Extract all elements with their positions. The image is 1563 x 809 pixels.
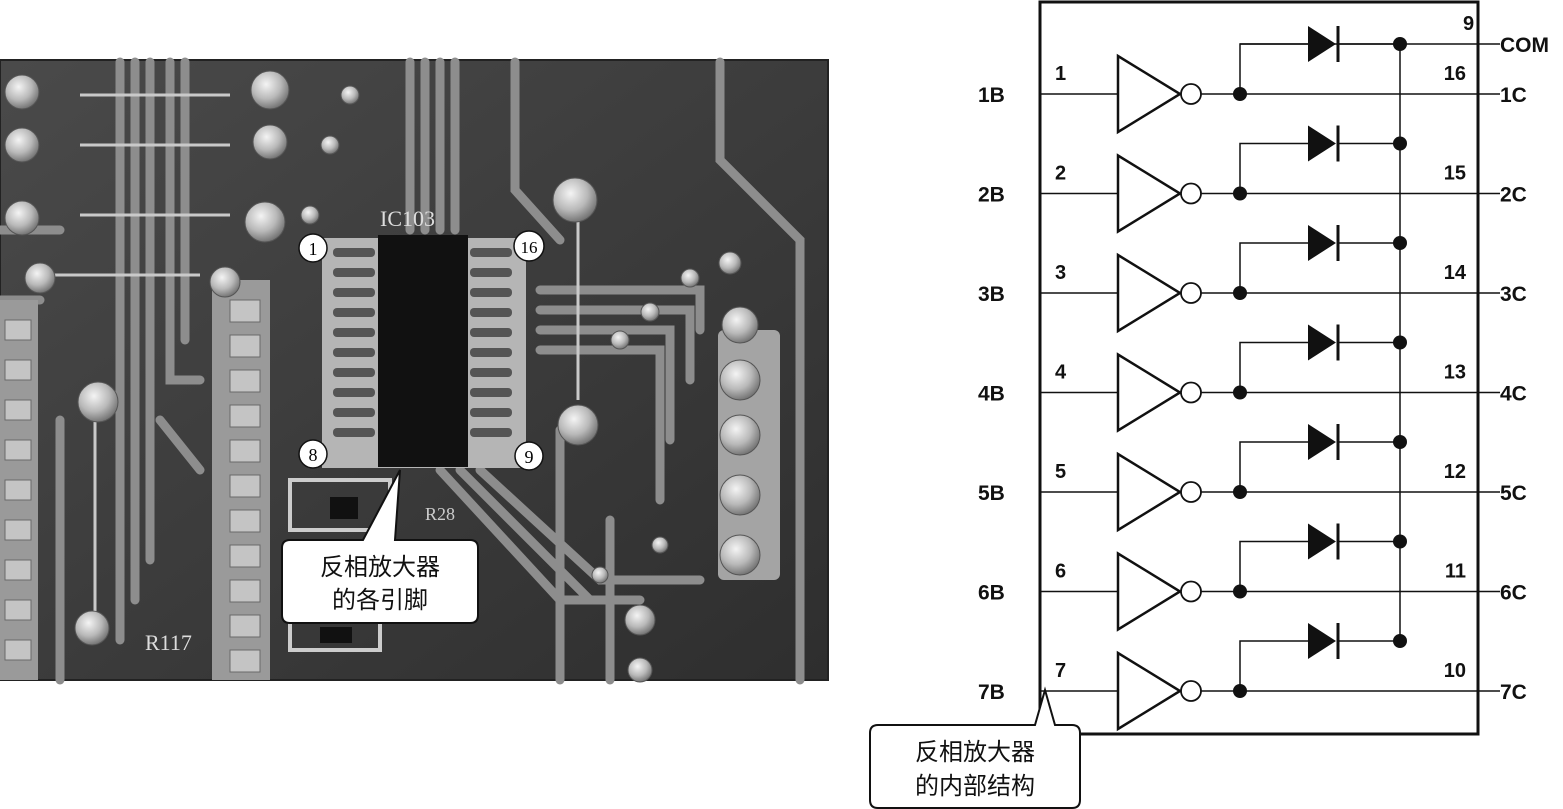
ic-chip (378, 235, 468, 467)
inverter-symbol (1116, 551, 1183, 632)
photo-callout-line1: 反相放大器 (320, 553, 440, 581)
diode-symbol (1308, 125, 1336, 162)
pcb-photo: IC103 1 16 8 9 R28 R117 反相放大器 的各引脚 (0, 57, 829, 685)
inverter-symbol (1116, 451, 1183, 533)
output-label: 7C (1500, 681, 1527, 704)
svg-text:9: 9 (525, 447, 534, 467)
output-label: 3C (1500, 283, 1527, 306)
output-pin-number: 16 (1444, 63, 1466, 85)
input-pin-number: 6 (1055, 561, 1066, 583)
output-pin-number: 11 (1445, 561, 1466, 583)
output-pin-number: 10 (1444, 660, 1466, 682)
com-pin-number: 9 (1463, 13, 1474, 35)
chip-outline (1038, 0, 1480, 736)
output-label: 2C (1500, 184, 1527, 207)
schematic-callout: 反相放大器 的内部结构 (869, 686, 1081, 809)
output-label: 6C (1500, 582, 1527, 605)
inversion-bubble (1180, 381, 1202, 404)
inversion-bubble (1180, 182, 1202, 205)
inversion-bubble (1180, 481, 1202, 503)
inverter-symbol (1116, 352, 1183, 433)
input-pin-number: 2 (1055, 163, 1066, 185)
inverter-symbol (1116, 252, 1183, 334)
diode-symbol (1308, 324, 1336, 361)
diode-symbol (1308, 523, 1336, 560)
output-label: 5C (1500, 482, 1527, 505)
output-pin-number: 12 (1444, 461, 1466, 483)
com-junction-dot (1393, 534, 1407, 549)
output-pin-number: 14 (1444, 262, 1467, 284)
input-label: 2B (978, 184, 1005, 207)
pin-marker-1: 1 (298, 233, 328, 263)
output-pin-number: 13 (1444, 362, 1466, 384)
input-label: 3B (978, 283, 1005, 306)
svg-text:1: 1 (309, 239, 318, 259)
photo-callout: 反相放大器 的各引脚 (281, 469, 479, 624)
schematic-callout-line1: 反相放大器 (915, 738, 1035, 766)
input-pin-number: 5 (1055, 461, 1066, 483)
input-label: 6B (978, 582, 1005, 605)
diode-symbol (1308, 26, 1336, 62)
inverter-symbol (1116, 153, 1183, 234)
inversion-bubble (1180, 680, 1202, 702)
channel: 3B 3 14 3C (978, 225, 1527, 334)
com-junction-dot (1393, 37, 1407, 51)
com-junction-dot (1393, 435, 1407, 449)
input-label: 5B (978, 482, 1005, 505)
inversion-bubble (1180, 282, 1202, 304)
svg-text:16: 16 (521, 238, 538, 257)
input-label: 1B (978, 84, 1005, 107)
channel: 1B 1 16 1C (978, 26, 1527, 135)
diode-symbol (1308, 424, 1336, 460)
output-label: 1C (1500, 84, 1527, 107)
input-pin-number: 4 (1055, 362, 1067, 384)
channel: 4B 4 13 4C (978, 324, 1527, 433)
channel: 7B 7 10 7C (978, 623, 1527, 732)
input-pin-number: 1 (1055, 63, 1066, 85)
part-label: R28 (425, 504, 455, 524)
inversion-bubble (1180, 83, 1202, 105)
ic-label: IC103 (380, 206, 435, 231)
inverter-symbol (1116, 53, 1183, 135)
photo-callout-line2: 的各引脚 (332, 586, 428, 614)
input-pin-number: 3 (1055, 262, 1066, 284)
channel: 5B 5 12 5C (978, 424, 1527, 533)
channel: 6B 6 11 6C (978, 523, 1527, 632)
inversion-bubble (1180, 580, 1202, 603)
input-pin-number: 7 (1055, 660, 1066, 682)
output-pin-number: 15 (1444, 163, 1466, 185)
com-junction-dot (1393, 335, 1407, 350)
input-label: 4B (978, 383, 1005, 406)
pin-marker-16: 16 (513, 230, 545, 262)
channel: 2B 2 15 2C (978, 125, 1527, 234)
svg-text:8: 8 (309, 445, 318, 465)
com-junction-dot (1393, 634, 1407, 648)
inverter-symbol (1116, 650, 1183, 732)
diode-symbol (1308, 225, 1336, 261)
com-label: COM (1500, 34, 1549, 57)
pin-marker-9: 9 (514, 441, 544, 471)
resistor-label: R117 (145, 630, 192, 655)
schematic-callout-line2: 的内部结构 (915, 772, 1035, 800)
pin-marker-8: 8 (298, 439, 328, 469)
com-junction-dot (1393, 136, 1407, 151)
com-junction-dot (1393, 236, 1407, 250)
traces (0, 57, 805, 685)
output-label: 4C (1500, 383, 1527, 406)
input-label: 7B (978, 681, 1005, 704)
diode-symbol (1308, 623, 1336, 659)
